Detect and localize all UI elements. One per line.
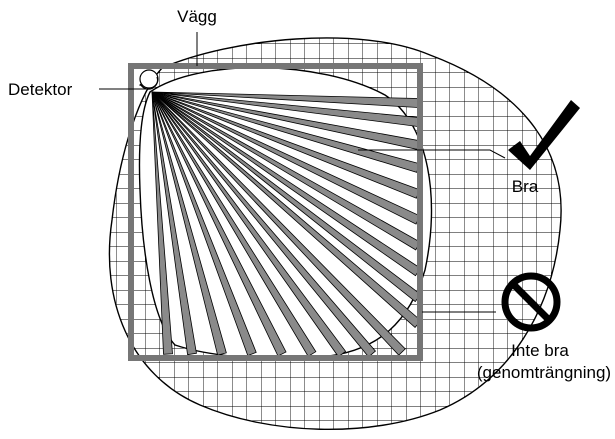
wall-label: Vägg — [177, 7, 217, 26]
detector-label: Detektor — [8, 80, 73, 99]
prohibited-icon — [501, 272, 561, 332]
detection-beam-14 — [151, 91, 317, 357]
detector-lens — [140, 76, 159, 90]
bad-label-line2: (genomträngning) — [477, 363, 611, 382]
good-label: Bra — [512, 177, 539, 196]
detection-beam-11 — [151, 91, 406, 356]
detection-beam-12 — [151, 91, 377, 358]
detection-beam-16 — [151, 91, 257, 357]
good-leader-line — [358, 149, 506, 159]
detection-beam-17 — [151, 91, 227, 356]
detection-beam-15 — [151, 91, 287, 357]
detection-beam-18 — [151, 91, 197, 356]
bad-label-line1: Inte bra — [511, 341, 569, 360]
detection-beam-19 — [151, 91, 173, 355]
detection-beam-13 — [151, 91, 347, 358]
wall — [128, 63, 423, 361]
check-icon — [508, 100, 580, 170]
